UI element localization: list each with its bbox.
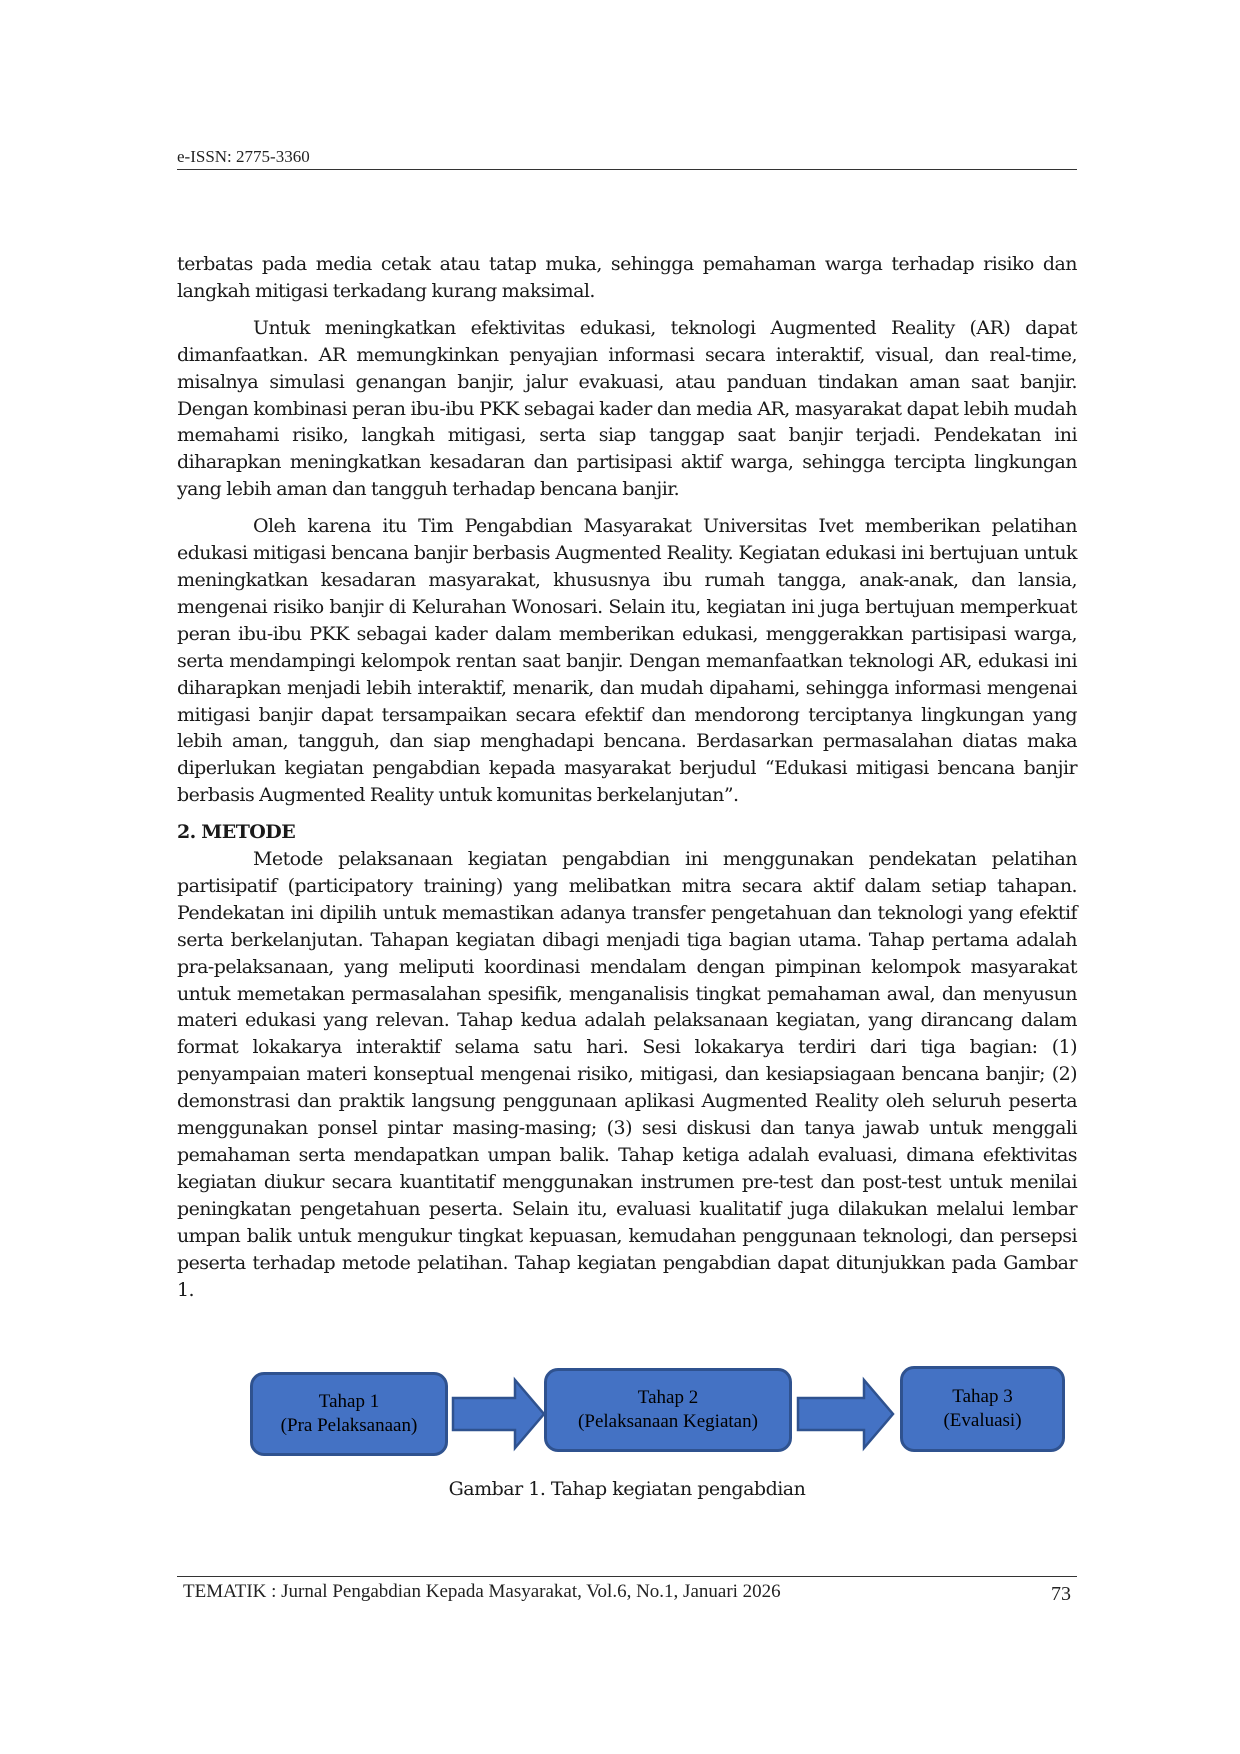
stage-1-title: Tahap 1 (318, 1391, 380, 1412)
paragraph-method: Metode pelaksanaan kegiatan pengabdian i… (177, 848, 1078, 1301)
stage-box-2: Tahap 2 (Pelaksanaan Kegiatan) (544, 1368, 792, 1452)
article-body: terbatas pada media cetak atau tatap muk… (177, 251, 1078, 1313)
stage-box-1: Tahap 1 (Pra Pelaksanaan) (250, 1372, 448, 1456)
stage-1-subtitle: (Pra Pelaksanaan) (280, 1415, 418, 1436)
paragraph-objectives: Oleh karena itu Tim Pengabdian Masyaraka… (177, 515, 1078, 807)
figure-caption: Gambar 1. Tahap kegiatan pengabdian (448, 1478, 806, 1500)
stage-3-subtitle: (Evaluasi) (943, 1410, 1022, 1431)
arrow-icon (451, 1376, 546, 1452)
page-header: e-ISSN: 2775-3360 (177, 147, 1077, 170)
stage-2-subtitle: (Pelaksanaan Kegiatan) (578, 1411, 758, 1432)
issn-label: e-ISSN: 2775-3360 (177, 147, 310, 166)
stage-3-title: Tahap 3 (952, 1386, 1013, 1407)
stage-box-3: Tahap 3 (Evaluasi) (900, 1366, 1065, 1452)
paragraph-continuation: terbatas pada media cetak atau tatap muk… (177, 253, 1078, 302)
page-footer: TEMATIK : Jurnal Pengabdian Kepada Masya… (177, 1576, 1077, 1605)
stages-diagram: Tahap 1 (Pra Pelaksanaan) Tahap 2 (Pelak… (177, 1366, 1077, 1502)
arrow-icon (796, 1376, 895, 1452)
page-number: 73 (1051, 1583, 1071, 1605)
journal-citation: TEMATIK : Jurnal Pengabdian Kepada Masya… (183, 1581, 781, 1602)
section-heading-metode: 2. METODE (177, 821, 296, 844)
paragraph-ar-effectiveness: Untuk meningkatkan efektivitas edukasi, … (177, 316, 1078, 501)
stage-2-title: Tahap 2 (637, 1387, 699, 1408)
